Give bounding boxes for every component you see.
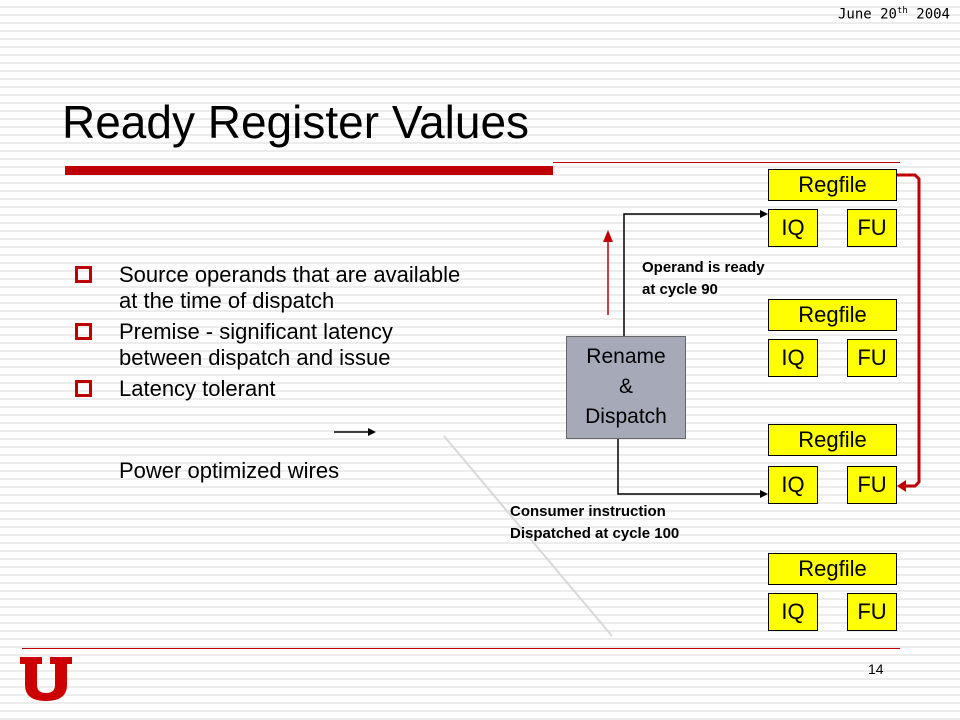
bullet-list: Source operands that are available at th…	[75, 262, 475, 407]
red-bypass-line	[897, 173, 921, 488]
slide-title: Ready Register Values	[62, 96, 530, 148]
rename-dispatch: Dispatch	[585, 405, 667, 428]
rename-to-iq3-arrowhead	[760, 490, 768, 498]
rename-to-iq1-arrowhead	[760, 210, 768, 218]
university-u-logo	[20, 657, 72, 701]
hollow-square-icon	[75, 380, 92, 397]
slide-date: June 20th 2004	[838, 6, 950, 23]
hollow-square-icon	[75, 266, 92, 283]
operand-ready-note: Operand is ready at cycle 90	[642, 257, 765, 301]
fu-box: FU	[847, 209, 897, 247]
rename-to-iq1-line	[623, 213, 763, 336]
bullet-item: Source operands that are available at th…	[75, 262, 475, 314]
date-text: June 20	[837, 6, 897, 23]
bullet-item: Latency tolerant	[75, 376, 475, 402]
footer-rule	[22, 648, 900, 649]
red-up-arrow-head	[603, 230, 613, 242]
fu-box: FU	[847, 339, 897, 377]
regfile-box: Regfile	[768, 169, 897, 201]
faint-diagonal	[443, 435, 613, 637]
page-number: 14	[868, 661, 884, 677]
regfile-box: Regfile	[768, 299, 897, 331]
date-sup: th	[897, 6, 908, 16]
red-bypass-arrowhead	[897, 480, 906, 492]
regfile-box: Regfile	[768, 553, 897, 585]
iq-box: IQ	[768, 209, 818, 247]
title-underline-thin	[553, 162, 900, 163]
note-line: Operand is ready	[642, 259, 765, 276]
regfile-box: Regfile	[768, 424, 897, 456]
title-underline-thick	[65, 166, 553, 175]
date-year: 2004	[907, 6, 950, 23]
right-arrow-icon	[334, 428, 376, 436]
rename-label: Rename	[586, 345, 666, 368]
bullet-text: Latency tolerant	[119, 376, 276, 401]
consumer-note: Consumer instruction Dispatched at cycle…	[510, 501, 679, 545]
rename-dispatch-box: Rename & Dispatch	[566, 336, 686, 439]
fu-box: FU	[847, 466, 897, 504]
bullet-text: Premise - significant latency between di…	[119, 319, 393, 370]
bullet-text: Source operands that are available at th…	[119, 262, 461, 313]
rename-to-iq3-line	[617, 439, 763, 495]
iq-box: IQ	[768, 593, 818, 631]
continuation-text: Power optimized wires	[119, 458, 340, 483]
hollow-square-icon	[75, 323, 92, 340]
note-line: Dispatched at cycle 100	[510, 525, 680, 542]
iq-box: IQ	[768, 466, 818, 504]
rename-amp: &	[618, 375, 633, 398]
note-line: Consumer instruction	[510, 503, 666, 520]
iq-box: IQ	[768, 339, 818, 377]
bullet-item: Premise - significant latency between di…	[75, 319, 475, 371]
note-line: at cycle 90	[642, 281, 718, 298]
fu-box: FU	[847, 593, 897, 631]
